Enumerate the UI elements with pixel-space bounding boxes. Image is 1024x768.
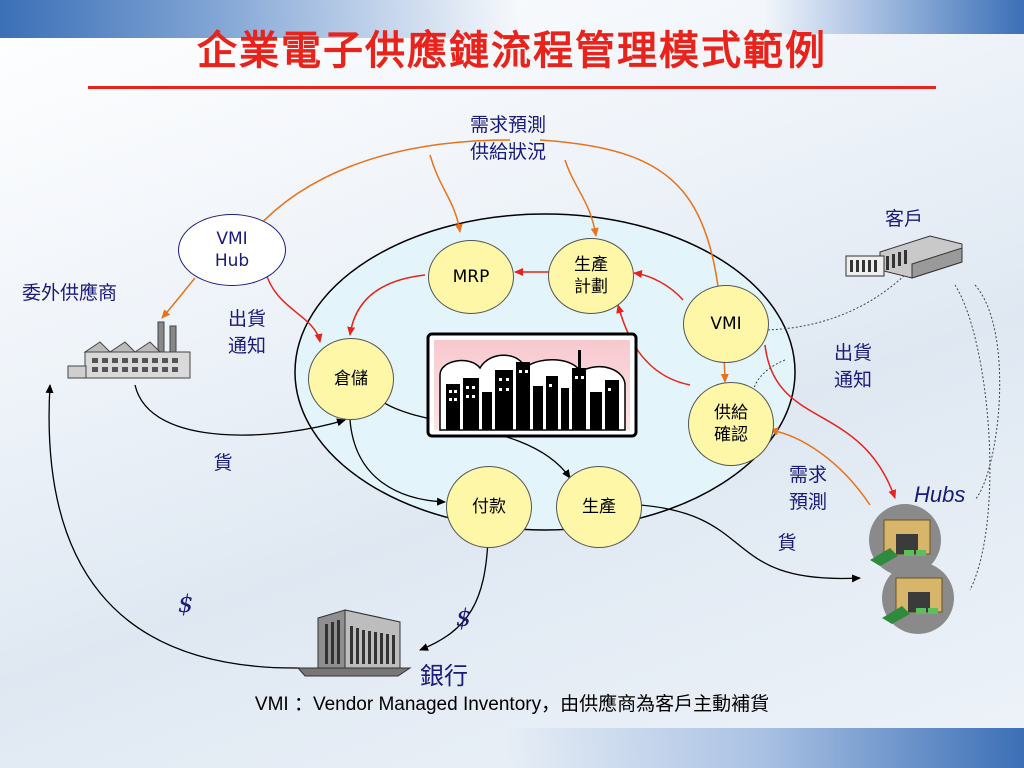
mrp-node[interactable]: MRP — [428, 240, 514, 314]
dotted-vmi-confirm — [751, 359, 786, 416]
hub-warehouse-icon-1 — [869, 504, 941, 576]
footer-decoration — [504, 728, 1024, 768]
arrow-vmi-to-hubs — [764, 344, 897, 499]
forecast-right-label: 需求 預測 — [788, 464, 827, 513]
arrow-forecast-to-vmihub — [254, 139, 511, 231]
arrow-vmihub-to-supplier — [161, 277, 196, 319]
dollar-bottom-label: $ — [456, 604, 472, 632]
bank-building-icon — [296, 609, 412, 677]
arrow-bank-to-supplier — [45, 384, 301, 669]
warehouse-node[interactable]: 倉儲 — [308, 338, 394, 420]
header-decoration-left — [0, 0, 520, 38]
arrow-hubs-to-confirm — [769, 427, 871, 506]
arrow-confirm-to-plan — [616, 304, 691, 386]
dotted-customer-hub1 — [974, 284, 1001, 501]
production-plan-node[interactable]: 生產 計劃 — [548, 238, 634, 314]
hub-warehouse-icon-2 — [882, 562, 954, 634]
arrow-mrp-to-warehouse — [347, 274, 426, 336]
customer-building-icon — [845, 235, 963, 279]
hubs-label: Hubs — [914, 482, 966, 507]
title-underline — [88, 86, 936, 89]
arrow-vmihub-to-warehouse — [264, 269, 323, 343]
city-image — [426, 332, 638, 438]
arrow-payment-to-bank — [419, 539, 489, 651]
production-node[interactable]: 生產 — [556, 466, 642, 548]
vmi-hub-node[interactable]: VMI Hub — [178, 214, 286, 286]
bank-label: 銀行 — [420, 662, 468, 690]
arrow-forecast-to-plan — [564, 159, 599, 237]
footer-note: VMI ：Vendor Managed Inventory，由供應商為客戶主動補… — [254, 694, 770, 715]
outsource-supplier-label: 委外供應商 — [22, 282, 118, 304]
arrow-warehouse-to-payment — [349, 419, 446, 506]
arrow-vmi-to-plan — [633, 270, 684, 301]
page-title: 企業電子供應鏈流程管理模式範例 — [197, 27, 827, 74]
forecast-supply-label: 需求預測 供給狀況 — [469, 114, 546, 163]
goods-right-label: 貨 — [777, 532, 797, 554]
customer-label: 客戶 — [884, 208, 923, 230]
ship-notice-right-label: 出貨 通知 — [833, 342, 872, 391]
vmi-node[interactable]: VMI — [683, 285, 769, 363]
supply-confirm-node[interactable]: 供給 確認 — [688, 382, 774, 466]
dollar-left-label: $ — [178, 590, 194, 618]
header-decoration-right — [764, 0, 1024, 34]
dotted-customer-vmi — [759, 269, 911, 331]
payment-node[interactable]: 付款 — [446, 466, 532, 548]
arrow-production-to-hubs — [639, 504, 861, 583]
dotted-customer-hub2 — [954, 284, 991, 591]
arrow-supplier-to-warehouse — [134, 384, 346, 436]
ship-notice-left-label: 出貨 通知 — [227, 308, 266, 357]
arrow-forecast-to-mrp — [429, 154, 463, 233]
goods-left-label: 貨 — [213, 452, 233, 474]
supplier-factory-icon — [67, 321, 191, 379]
